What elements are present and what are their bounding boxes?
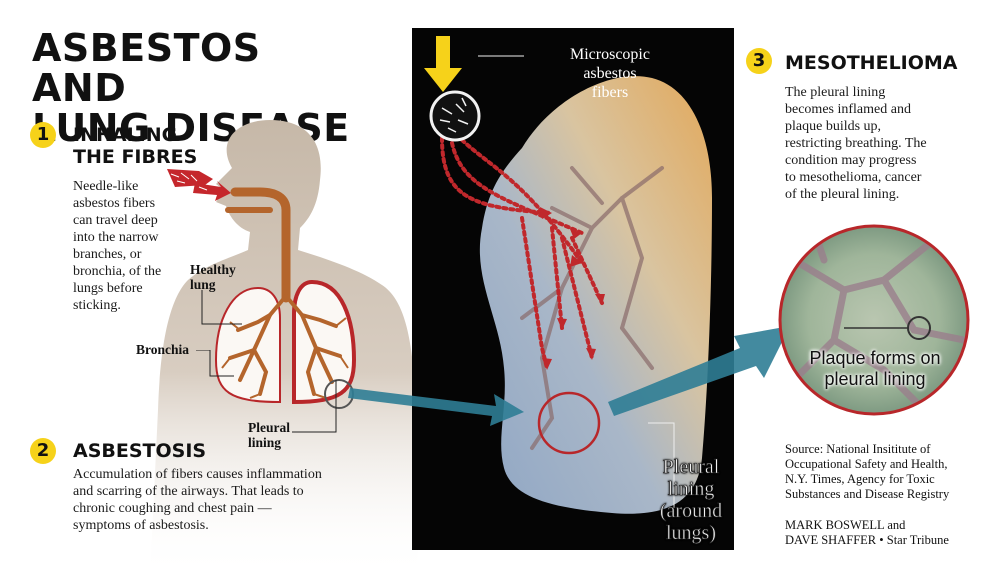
pleural-big-label-line-1: Pleural — [662, 456, 720, 479]
source-line: Substances and Disease Registry — [785, 487, 950, 501]
section-1-heading-line-2: THE FIBRES — [73, 146, 198, 168]
section-1-body: Needle-like asbestos fibers can travel d… — [73, 178, 208, 314]
section-3-body-line: restricting breathing. The — [785, 136, 927, 151]
inhaled-fibers-arrow — [167, 169, 231, 201]
section-3-body-line: plaque builds up, — [785, 119, 882, 134]
section-3-body-line: to mesothelioma, cancer — [785, 170, 922, 185]
section-2-body: Accumulation of fibers causes inflammati… — [73, 466, 373, 534]
fiber-magnifier-circle — [429, 90, 481, 142]
source-line: Occupational Safety and Health, — [785, 457, 948, 471]
lung-closeup-illustration — [424, 36, 712, 514]
section-1-heading-line-1: INHALING — [73, 124, 178, 146]
section-1-body-line: branches, or — [73, 247, 142, 262]
pleural-lining-leader-line — [292, 380, 337, 433]
section-2-body-line: Accumulation of fibers causes inflammati… — [73, 467, 322, 482]
pleural-lining-label-line-1: Pleural — [248, 420, 290, 435]
section-1-number-badge: 1 — [30, 122, 56, 148]
section-2-number-badge: 2 — [30, 438, 56, 464]
teal-arrow-right — [608, 326, 790, 416]
section-2-body-line: and scarring of the airways. That leads … — [73, 484, 304, 499]
section-1-heading: INHALING THE FIBRES — [73, 124, 197, 168]
pleural-big-label-line-4: lungs) — [666, 522, 717, 545]
byline-credit: MARK BOSWELL and DAVE SHAFFER • Star Tri… — [785, 518, 995, 548]
microscopic-fibers-label-line-1: Microscopic — [570, 46, 650, 63]
section-3-body-line: The pleural lining — [785, 85, 886, 100]
red-dotted-fiber-paths — [440, 136, 604, 370]
healthy-lung-leader-line — [201, 290, 242, 325]
plaque-forms-label: Plaque forms on pleural lining — [780, 348, 970, 390]
section-1-body-line: sticking. — [73, 298, 121, 313]
section-3-body-line: of the pleural lining. — [785, 187, 900, 202]
section-3-body: The pleural lining becomes inflamed and … — [785, 84, 985, 203]
microscopic-fibers-label-line-2: asbestos — [583, 65, 637, 82]
microscopic-fibers-label: Microscopic asbestos fibers — [540, 45, 680, 102]
pleural-lining-around-lungs-label: Pleural lining (around lungs) — [648, 456, 734, 545]
section-3-heading: MESOTHELIOMA — [785, 52, 958, 74]
healthy-lung-label: Healthy lung — [190, 262, 236, 292]
title-line-1: ASBESTOS AND — [32, 26, 261, 110]
section-1-body-line: into the narrow — [73, 230, 159, 245]
plaque-label-line-1: Plaque forms on — [809, 348, 941, 368]
credit-line: MARK BOSWELL and — [785, 518, 906, 532]
section-3-body-line: becomes inflamed and — [785, 102, 911, 117]
pleural-lining-label-line-2: lining — [248, 435, 282, 450]
section-3-number-badge: 3 — [746, 48, 772, 74]
section-1-body-line: lungs before — [73, 281, 143, 296]
plaque-magnified-view — [778, 224, 970, 416]
source-note: Source: National Insititute of Occupatio… — [785, 442, 995, 502]
bronchia-label: Bronchia — [136, 342, 190, 357]
pleural-magnifier-circle — [537, 391, 601, 455]
yellow-down-arrow — [424, 36, 462, 92]
microscopic-fibers-label-line-3: fibers — [591, 84, 629, 101]
teal-arrow-left — [348, 388, 524, 426]
section-2-heading: ASBESTOSIS — [73, 440, 207, 462]
pleural-big-label-line-2: lining — [667, 478, 715, 501]
section-1-body-line: asbestos fibers — [73, 196, 156, 211]
section-2-body-line: chronic coughing and chest pain — — [73, 501, 272, 516]
source-line: N.Y. Times, Agency for Toxic — [785, 472, 935, 486]
pleural-big-label-line-3: (around — [659, 500, 723, 523]
bronchia-leader-line — [196, 350, 234, 377]
plaque-label-line-2: pleural lining — [824, 369, 926, 389]
teal-arrows — [348, 326, 790, 426]
credit-line: DAVE SHAFFER • Star Tribune — [785, 533, 949, 547]
lung-vein-lines — [520, 166, 664, 450]
section-1-body-line: can travel deep — [73, 213, 158, 228]
body-silhouette — [150, 120, 418, 578]
section-3-body-line: condition may progress — [785, 153, 917, 168]
airway-trachea — [230, 187, 291, 303]
section-2-body-line: symptoms of asbestosis. — [73, 518, 209, 533]
human-body-illustration — [150, 120, 418, 578]
source-line: Source: National Insititute of — [785, 442, 931, 456]
bronchia-tree — [228, 294, 342, 396]
section-1-body-line: bronchia, of the — [73, 264, 162, 279]
healthy-lung-label-line-1: Healthy — [190, 262, 236, 277]
healthy-lung-label-line-2: lung — [190, 277, 216, 292]
section-1-body-line: Needle-like — [73, 179, 139, 194]
pleural-lining-label: Pleural lining — [248, 420, 290, 450]
